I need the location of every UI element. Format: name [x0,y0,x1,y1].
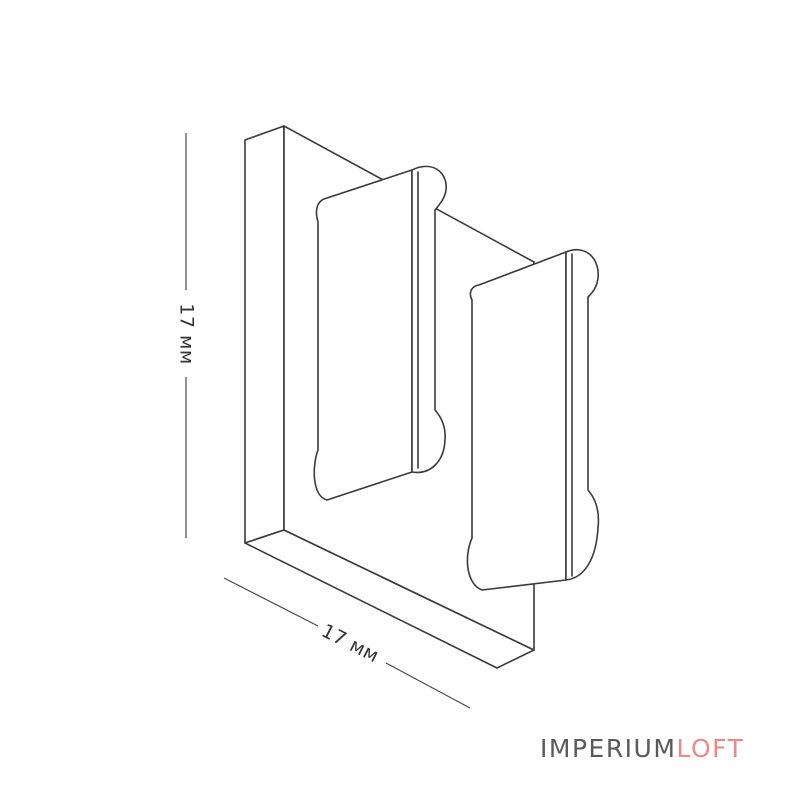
upper-clip-front-face [313,169,413,501]
height-dimension: 17 мм [176,133,198,538]
lower-clip-edge [565,249,600,581]
width-dimension-label: 17 мм [318,620,383,667]
brand-logo: IMPERIUMLOFT [540,734,744,763]
brand-logo-part2: LOFT [676,734,745,763]
lower-clip [466,249,600,591]
lower-clip-front-face [466,251,567,591]
plate-side-face [244,125,285,544]
upper-clip [313,165,447,501]
upper-clip-edge [411,165,447,474]
height-dimension-label: 17 мм [176,303,198,364]
brand-logo-part1: IMPERIUM [540,734,677,763]
